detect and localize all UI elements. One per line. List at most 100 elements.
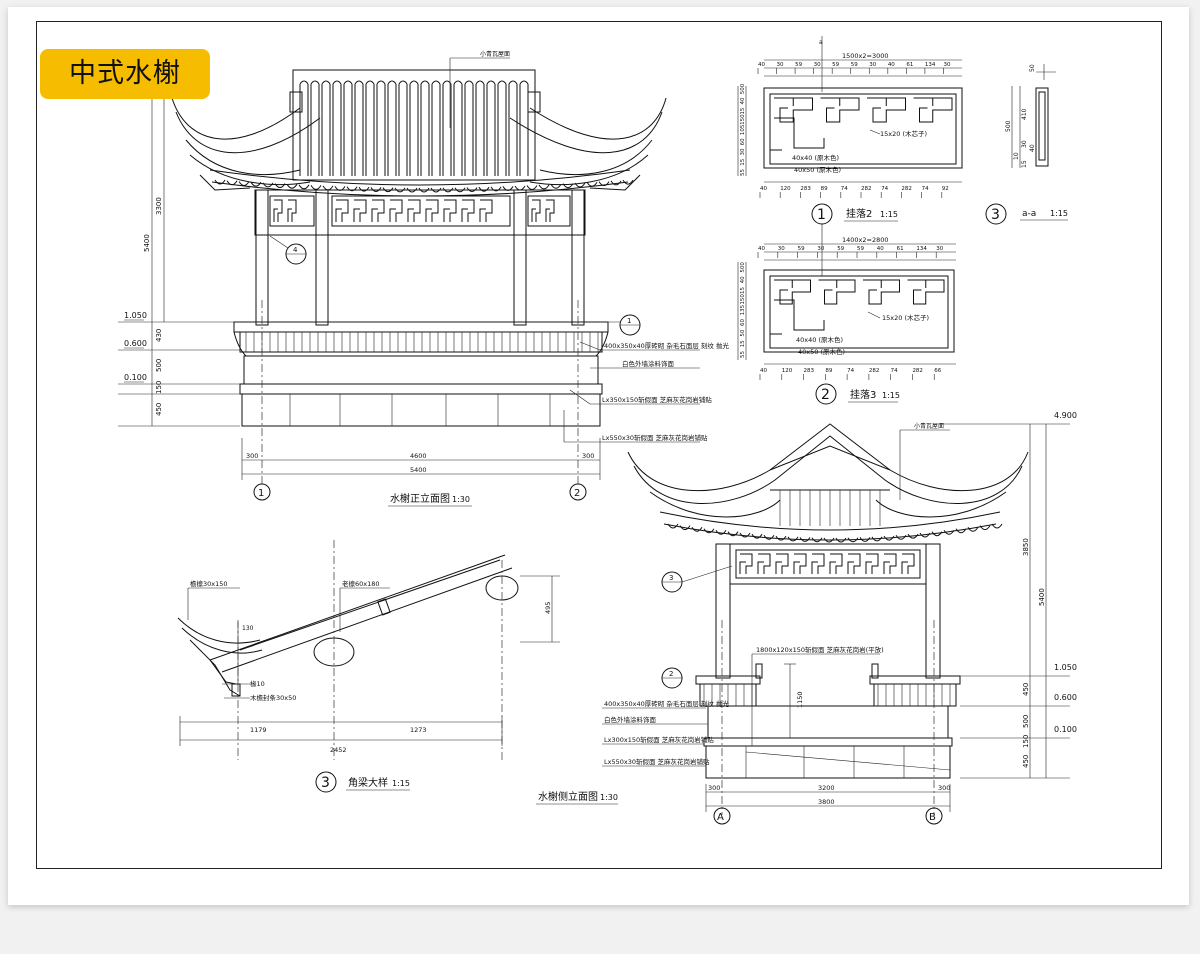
side-axis-a: [713, 807, 731, 825]
d2BottomDims-2: 283: [804, 368, 815, 374]
d1LeftDims-2: 15: [740, 107, 746, 114]
d1-title: 挂落2: [846, 207, 872, 220]
front-title: 水榭正立面图: [390, 492, 450, 505]
d1TopDims-8: 61: [906, 62, 913, 68]
d1LeftDims-1: 40: [740, 97, 746, 104]
d2LeftDims-5: 60: [740, 319, 746, 326]
front-scale: 1:30: [452, 495, 470, 504]
d2TopDims-6: 40: [877, 246, 884, 252]
d2-title: 挂落3: [850, 388, 876, 401]
cb-dim-495: 495: [544, 602, 552, 614]
d2BottomDims-5: 282: [869, 368, 880, 374]
cb-num: 3: [321, 775, 330, 791]
side-axis-a-label: A: [717, 812, 724, 823]
d1TopDims-0: 40: [758, 62, 765, 68]
side-dim-3800: 3800: [818, 798, 835, 806]
side-callout-3-num: 3: [669, 574, 673, 582]
cb-dim-2452: 2452: [330, 746, 347, 754]
d2TopDims-7: 61: [897, 246, 904, 252]
d3-num-circle: [985, 203, 1007, 225]
d2LeftDims-0: 500: [740, 262, 746, 273]
d3-num: 3: [991, 207, 1000, 223]
drawing-frame: [36, 21, 1162, 869]
side-level-2: 1.050: [1054, 663, 1077, 672]
d2-scale: 1:15: [882, 391, 900, 400]
d2-note-3: 40x50 (原木色): [798, 347, 845, 356]
side-note-5: Lx550x30斩假面 芝麻灰花岗岩铺贴: [604, 757, 710, 766]
d1-note-3: 40x50 (原木色): [794, 165, 841, 174]
d1BottomDims-2: 283: [800, 186, 811, 192]
d2TopDims-0: 40: [758, 246, 765, 252]
d2TopDims-8: 134: [916, 246, 927, 252]
front-axis-2: [569, 483, 587, 501]
d1TopDims-10: 30: [943, 62, 950, 68]
d3-dim-410: 410: [1021, 108, 1028, 120]
d2-num: 2: [821, 387, 830, 403]
d2BottomDims-3: 89: [825, 368, 832, 374]
d1TopDims-2: 59: [795, 62, 802, 68]
d1TopDims-9: 134: [925, 62, 936, 68]
front-vdim-5400: 5400: [143, 234, 151, 252]
d3-title: a-a: [1022, 209, 1036, 219]
d2LeftDims-3: 150: [740, 294, 746, 305]
d1LeftDims-4: 105: [740, 124, 746, 135]
side-scale: 1:30: [600, 793, 618, 802]
corner-beam-detail: 495 130 檐檩30x150 老檩60x180 椽10 木檐封条30x50 …: [177, 540, 560, 793]
side-dim-3200: 3200: [818, 784, 835, 792]
side-level-1: 4.900: [1054, 411, 1077, 420]
d2TopDims-1: 30: [778, 246, 785, 252]
front-level-1: 1.050: [124, 311, 147, 320]
d2LeftDims-7: 15: [740, 340, 746, 347]
d2BottomDims-6: 74: [891, 368, 898, 374]
d2-note-1: 15x20 (木芯子): [882, 313, 929, 322]
d2BottomDims-7: 282: [912, 368, 923, 374]
d2LeftDims-1: 40: [740, 276, 746, 283]
front-level-2: 0.600: [124, 339, 147, 348]
d1-scale: 1:15: [880, 210, 898, 219]
d1BottomDims-7: 282: [901, 186, 912, 192]
d3-dim-40: 40: [1029, 144, 1036, 152]
title-badge: 中式水榭: [40, 49, 210, 99]
d1LeftDims-3: 150: [740, 114, 746, 125]
d2-overall: 1400x2=2800: [842, 236, 889, 244]
d1BottomDims-5: 282: [861, 186, 872, 192]
front-dim-4600: 4600: [410, 452, 427, 460]
cb-dim-1273: 1273: [410, 726, 427, 734]
d2BottomDims-4: 74: [847, 368, 854, 374]
d1BottomDims-0: 40: [760, 186, 767, 192]
d3-scale: 1:15: [1050, 209, 1068, 218]
side-level-3: 0.600: [1054, 693, 1077, 702]
cb-label-1: 檐檩30x150: [190, 579, 228, 588]
d1LeftDims-6: 30: [740, 148, 746, 155]
d3-dim-15: 15: [1021, 160, 1028, 168]
front-note-2: 白色外墙涂料饰面: [622, 359, 675, 368]
cb-title: 角梁大样: [348, 776, 388, 789]
front-vdim-150: 150: [155, 381, 163, 394]
front-vdim-450: 450: [155, 403, 163, 416]
side-note-4: Lx300x150斩假面 芝麻灰花岗岩铺贴: [604, 735, 714, 744]
side-vdim-450: 450: [1022, 683, 1030, 696]
front-axis-2-label: 2: [574, 488, 580, 499]
d1LeftDims-5: 60: [740, 138, 746, 145]
d1BottomDims-6: 74: [881, 186, 888, 192]
front-level-3: 0.100: [124, 373, 147, 382]
side-vdim-1150: 1150: [796, 691, 804, 708]
d3-dim-50: 50: [1029, 64, 1036, 72]
cb-num-circle: [315, 771, 337, 793]
front-roof-note: 小青瓦屋面: [480, 50, 510, 58]
front-dim-300a: 300: [246, 452, 258, 460]
cb-label-3: 椽10: [250, 679, 265, 688]
side-note-2: 400x350x40厚砖砌 杂毛石面层 刻纹 抛光: [604, 699, 729, 708]
front-callout-top-num: 4: [293, 246, 298, 254]
front-vdim-3300: 3300: [155, 197, 163, 215]
d2BottomDims-0: 40: [760, 368, 767, 374]
d1TopDims-3: 30: [814, 62, 821, 68]
d2LeftDims-6: 50: [740, 329, 746, 336]
d1-section-mark: a: [819, 39, 823, 46]
cb-label-4: 木檐封条30x50: [250, 693, 296, 702]
d2-num-circle: [815, 383, 837, 405]
side-level-4: 0.100: [1054, 725, 1077, 734]
front-note-4: Lx550x30斩假面 芝麻灰花岗岩铺贴: [602, 433, 708, 442]
